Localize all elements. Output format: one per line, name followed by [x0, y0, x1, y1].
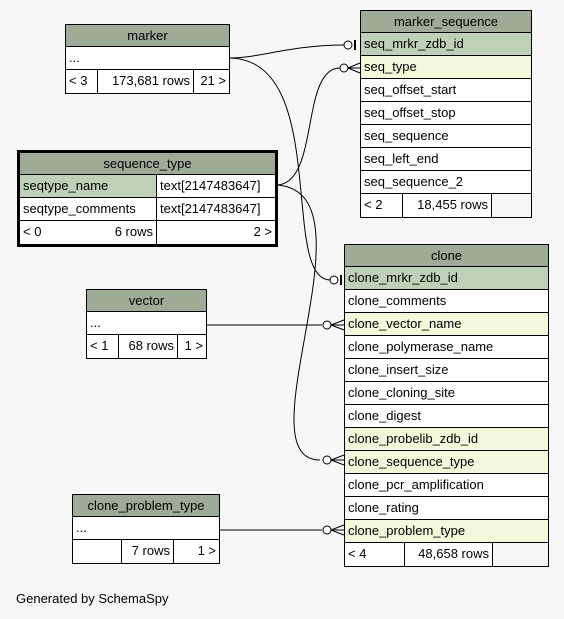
table-header[interactable]: vector	[87, 290, 206, 312]
row-count: 48,658 rows	[404, 543, 492, 566]
row-count: 6 rows	[114, 224, 153, 239]
row-count: 173,681 rows	[97, 70, 193, 93]
children-count-empty	[491, 194, 531, 217]
column-type: text[2147483647]	[156, 198, 275, 220]
row-count: 7 rows	[121, 540, 173, 563]
column-type: text[2147483647]	[156, 175, 275, 197]
column-seq-sequence-2[interactable]: seq_sequence_2	[361, 171, 531, 194]
column-seq-left-end[interactable]: seq_left_end	[361, 148, 531, 171]
row-count: 18,455 rows	[402, 194, 491, 217]
edge-end-circle	[322, 455, 332, 465]
table-marker[interactable]: marker ... < 3 173,681 rows 21 >	[65, 24, 230, 94]
row-count: 68 rows	[118, 335, 177, 358]
children-count[interactable]: 1 >	[173, 540, 219, 563]
edge-crowfoot	[330, 454, 345, 466]
table-placeholder-row: ...	[66, 47, 229, 70]
column-clone-pcr-amplification[interactable]: clone_pcr_amplification	[345, 474, 548, 497]
parents-count[interactable]: < 3	[69, 73, 88, 88]
table-placeholder-row: ...	[87, 312, 206, 335]
edge-marker-seq-mrkr	[229, 44, 346, 59]
edge-crowfoot	[330, 524, 345, 536]
children-count[interactable]: 1 >	[177, 335, 206, 358]
table-header[interactable]: clone	[345, 245, 548, 267]
column-seqtype-comments[interactable]: seqtype_comments text[2147483647]	[20, 198, 275, 221]
edge-end-circle	[329, 275, 339, 285]
children-count[interactable]: 21 >	[193, 70, 229, 93]
table-stats-row: < 3 173,681 rows 21 >	[66, 70, 229, 93]
table-stats-row: < 4 48,658 rows	[345, 543, 548, 566]
table-sequence-type[interactable]: sequence_type seqtype_name text[21474836…	[17, 150, 278, 247]
parents-count[interactable]: < 2	[364, 197, 383, 212]
column-clone-sequence-type[interactable]: clone_sequence_type	[345, 451, 548, 474]
children-count[interactable]: 2 >	[156, 221, 275, 244]
column-clone-digest[interactable]: clone_digest	[345, 405, 548, 428]
table-marker-sequence[interactable]: marker_sequence seq_mrkr_zdb_id seq_type…	[360, 10, 532, 218]
column-clone-mrkr-zdb-id[interactable]: clone_mrkr_zdb_id	[345, 267, 548, 290]
table-clone[interactable]: clone clone_mrkr_zdb_id clone_comments c…	[344, 244, 549, 567]
column-seq-offset-start[interactable]: seq_offset_start	[361, 79, 531, 102]
table-header[interactable]: clone_problem_type	[73, 495, 219, 517]
parents-count-empty	[73, 540, 121, 563]
column-clone-insert-size[interactable]: clone_insert_size	[345, 359, 548, 382]
column-clone-problem-type[interactable]: clone_problem_type	[345, 520, 548, 543]
column-seq-type[interactable]: seq_type	[361, 56, 531, 79]
table-header[interactable]: marker	[66, 25, 229, 47]
parents-count[interactable]: < 4	[348, 546, 367, 561]
edge-seqtype-seq-type	[275, 67, 341, 186]
edge-end-circle	[322, 320, 332, 330]
table-header[interactable]: marker_sequence	[361, 11, 531, 33]
table-placeholder-row: ...	[73, 517, 219, 540]
column-seq-mrkr-zdb-id[interactable]: seq_mrkr_zdb_id	[361, 33, 531, 56]
parents-count[interactable]: < 0	[23, 224, 42, 239]
edge-crowfoot	[330, 319, 345, 331]
column-name: seqtype_name	[20, 175, 156, 197]
parents-count[interactable]: < 1	[90, 338, 109, 353]
table-header[interactable]: sequence_type	[20, 153, 275, 175]
table-stats-row: < 2 18,455 rows	[361, 194, 531, 217]
column-clone-polymerase-name[interactable]: clone_polymerase_name	[345, 336, 548, 359]
edge-end-circle	[322, 525, 332, 535]
column-name: seqtype_comments	[23, 201, 136, 216]
table-vector[interactable]: vector ... < 1 68 rows 1 >	[86, 289, 207, 359]
edge-end-circle	[343, 40, 353, 50]
column-clone-cloning-site[interactable]: clone_cloning_site	[345, 382, 548, 405]
column-seqtype-name[interactable]: seqtype_name text[2147483647]	[20, 175, 275, 198]
column-seq-sequence[interactable]: seq_sequence	[361, 125, 531, 148]
column-clone-rating[interactable]: clone_rating	[345, 497, 548, 520]
table-stats-row: < 1 68 rows 1 >	[87, 335, 206, 358]
column-clone-vector-name[interactable]: clone_vector_name	[345, 313, 548, 336]
column-clone-probelib-zdb-id[interactable]: clone_probelib_zdb_id	[345, 428, 548, 451]
edge-crowfoot	[347, 62, 361, 74]
table-stats-row: < 0 6 rows 2 >	[20, 221, 275, 244]
table-stats-row: 7 rows 1 >	[73, 540, 219, 563]
generator-credit: Generated by SchemaSpy	[16, 591, 169, 606]
table-clone-problem-type[interactable]: clone_problem_type ... 7 rows 1 >	[72, 494, 220, 564]
column-seq-offset-stop[interactable]: seq_offset_stop	[361, 102, 531, 125]
edge-seqtype-clone-seqtype	[275, 184, 321, 461]
edge-end-circle	[339, 63, 349, 73]
children-count-empty	[492, 543, 548, 566]
column-clone-comments[interactable]: clone_comments	[345, 290, 548, 313]
